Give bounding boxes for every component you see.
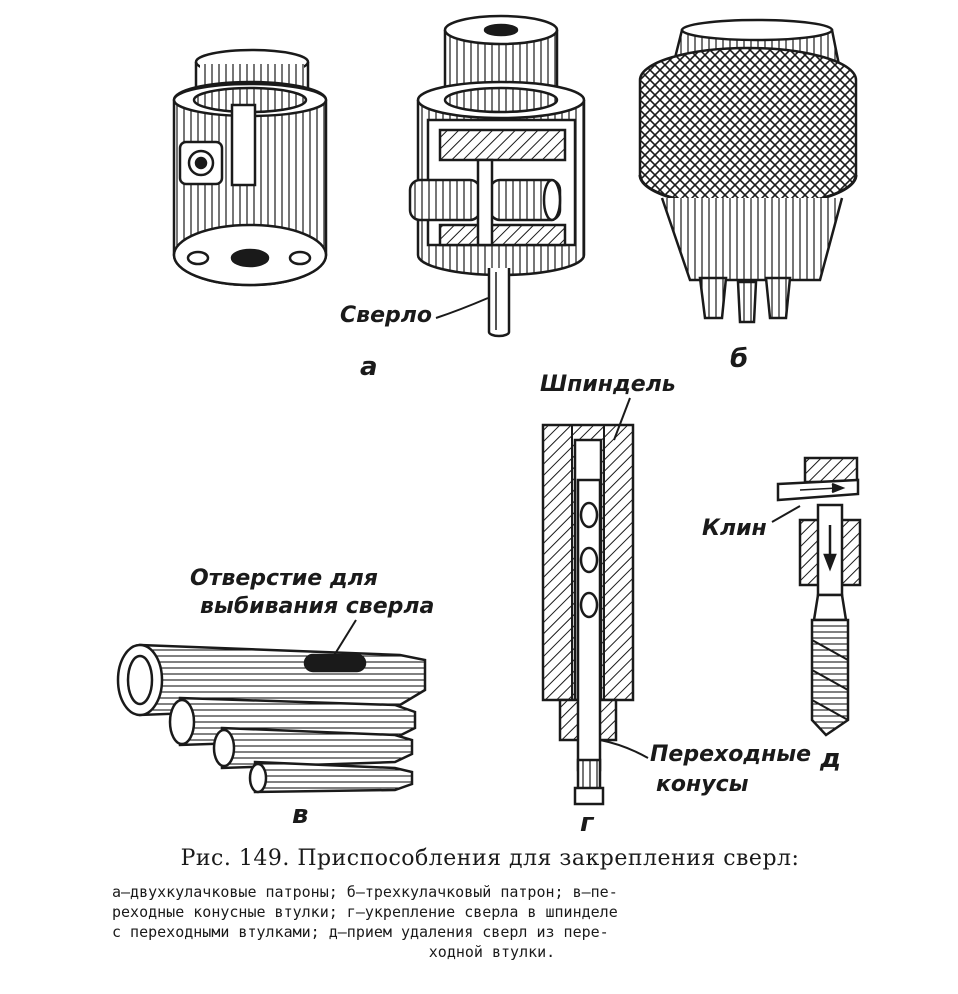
chuck-a-left bbox=[172, 48, 328, 287]
caption-body: а—двухкулачковые патроны; б—трехкулачков… bbox=[112, 882, 872, 962]
leader-cones bbox=[599, 739, 649, 759]
caption-title: Рис. 149. Приспособления для закрепления… bbox=[180, 846, 800, 871]
drill-removal-d bbox=[776, 456, 862, 737]
chuck-b bbox=[638, 18, 858, 324]
label-hole-line1: Отверстие для bbox=[190, 566, 378, 591]
label-spindle: Шпиндель bbox=[540, 372, 676, 397]
label-drill: Сверло bbox=[340, 303, 432, 328]
leader-wedge bbox=[771, 505, 801, 523]
caption-line: а—двухкулачковые патроны; б—трехкулачков… bbox=[112, 883, 618, 901]
caption-line: реходные конусные втулки; г—укрепление с… bbox=[112, 903, 618, 921]
part-letter-d: д bbox=[820, 744, 841, 774]
part-letter-a: а bbox=[360, 352, 378, 382]
part-letter-v: в bbox=[292, 800, 309, 830]
caption-line: с переходными втулками; д—прием удаления… bbox=[112, 923, 609, 941]
chuck-a-cutaway bbox=[408, 14, 586, 338]
leader-drill bbox=[435, 297, 489, 319]
label-cones-line2: конусы bbox=[656, 772, 749, 797]
label-hole-line2: выбивания сверла bbox=[200, 594, 435, 619]
part-letter-b: б bbox=[730, 344, 749, 374]
part-letter-g: г bbox=[580, 808, 594, 838]
leader-spindle bbox=[613, 397, 631, 441]
label-cones-line1: Переходные bbox=[650, 742, 812, 767]
leader-hole bbox=[329, 619, 357, 663]
sleeves-v bbox=[116, 643, 427, 794]
caption-line: ходной втулки. bbox=[428, 943, 556, 961]
label-wedge: Клин bbox=[702, 516, 767, 541]
spindle-g bbox=[541, 423, 635, 806]
